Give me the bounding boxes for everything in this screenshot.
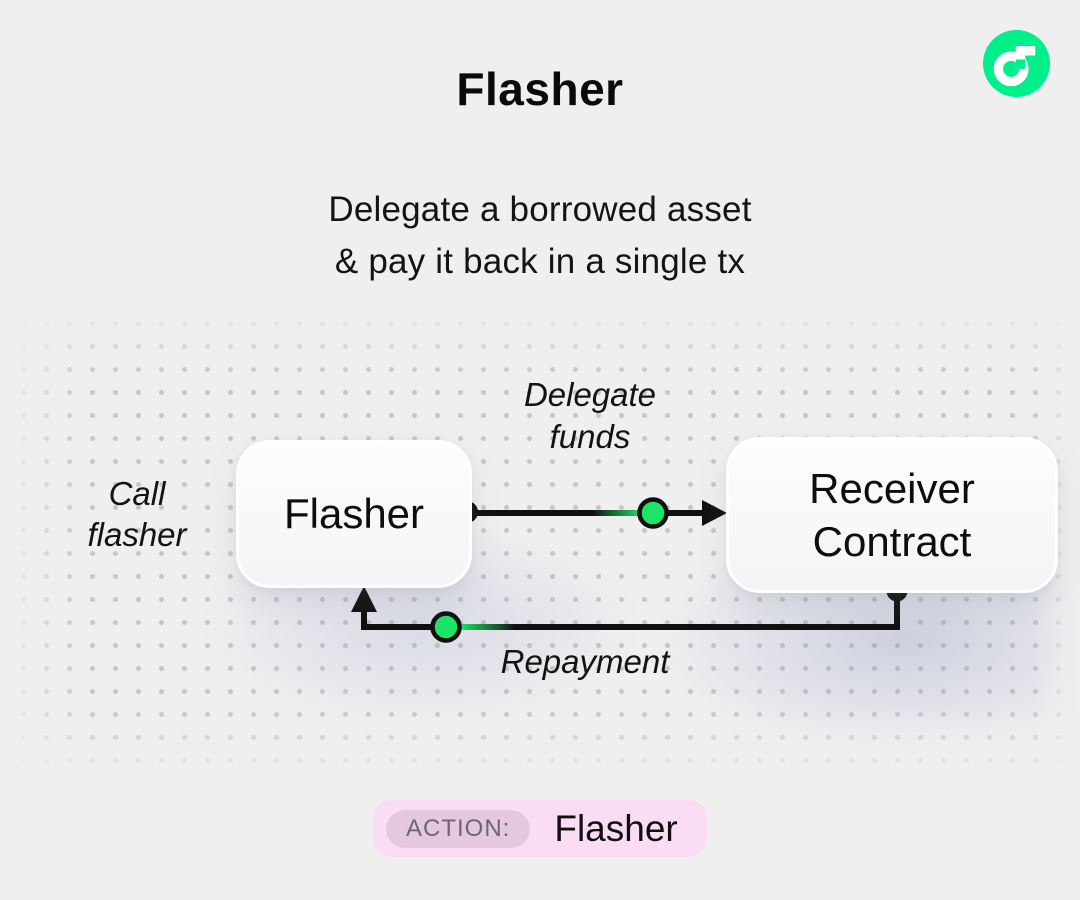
page-subtitle: Delegate a borrowed asset & pay it back … (0, 184, 1080, 288)
delegate-funds-label-line-1: Delegate (523, 376, 657, 413)
repayment-label: Repayment (500, 643, 670, 680)
call-flasher-label-line-2: flasher (87, 516, 187, 553)
flow-logo-icon (983, 30, 1050, 97)
dot-grid-fade-bottom (0, 706, 1080, 786)
receiver-node-label-line-2: Contract (812, 518, 972, 565)
page-title: Flasher (456, 63, 624, 115)
call-flasher-label: Call flasher (37, 473, 237, 555)
call-flasher-label-line-1: Call (108, 475, 166, 512)
flasher-node-label: Flasher (283, 490, 425, 537)
flasher-node: Flasher (236, 440, 472, 588)
receiver-node: Receiver Contract (726, 437, 1058, 593)
delegate-funds-label: Delegate funds (460, 374, 720, 458)
page-subtitle-line-2: & pay it back in a single tx (334, 242, 746, 281)
delegate-funds-label-line-2: funds (549, 418, 631, 455)
dot-grid-fade-top (0, 302, 1080, 380)
receiver-node-label-line-1: Receiver (809, 465, 975, 512)
page-subtitle-line-1: Delegate a borrowed asset (328, 190, 752, 229)
action-badge: ACTION: (386, 809, 531, 848)
action-value: Flasher (554, 807, 678, 849)
action-pill: ACTION: Flasher (373, 800, 707, 857)
dot-grid-fade-left (0, 302, 90, 784)
